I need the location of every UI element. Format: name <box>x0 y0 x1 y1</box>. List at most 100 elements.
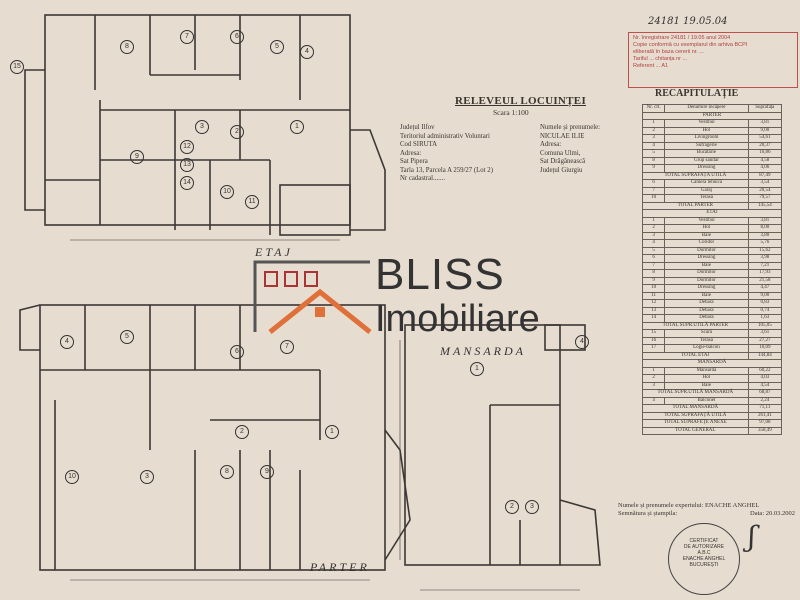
room-area: 79,57 <box>747 194 783 203</box>
room-area: 3,54 <box>747 179 783 188</box>
room-area: 3,81 <box>747 119 783 128</box>
room-nr: 5 <box>641 246 666 255</box>
room-number-mansarda: 1 <box>470 362 484 376</box>
section-name: MANSARDĂ <box>642 359 782 368</box>
watermark-sub: Imobiliare <box>375 298 540 340</box>
room-area: 3,81 <box>747 216 783 225</box>
total-area: 144,84 <box>747 351 783 360</box>
room-number-parter: 6 <box>230 345 244 359</box>
room-nr: 2 <box>641 374 666 383</box>
total-label: TOTAL SUPR.UTILĂ PARTER <box>642 321 749 330</box>
room-name: Camera tehnică <box>664 179 749 188</box>
total-label: TOTAL PARTER <box>642 201 749 210</box>
seal-line: CERTIFICAT <box>689 538 719 544</box>
total-area: 105,05 <box>747 321 783 330</box>
header-nr: Nr. crt. <box>641 104 666 113</box>
room-nr: 7 <box>641 186 666 195</box>
room-number-etaj: 1 <box>290 120 304 134</box>
room-area: 4,54 <box>747 381 783 390</box>
room-name: Hol <box>664 126 749 135</box>
room-nr: 3 <box>641 381 666 390</box>
watermark-brand: BLISS <box>375 250 505 299</box>
location-line: Adresa: <box>400 149 422 157</box>
room-number-etaj: 13 <box>180 158 194 172</box>
floor-label-etaj: ETAJ <box>255 245 293 259</box>
total-label: TOTAL SUPRAFEȚE ANEXE <box>642 419 749 428</box>
section-name: ETAJ <box>642 209 782 218</box>
room-number-parter: 3 <box>140 470 154 484</box>
stamp-line: eliberată în baza cererii nr. ... <box>633 49 704 55</box>
recap-section-row: MANSARDĂ <box>642 359 782 368</box>
room-name: Livingroom <box>664 134 749 143</box>
room-area: 20,54 <box>747 186 783 195</box>
total-area: 68,87 <box>747 389 783 398</box>
seal-line: ENACHE ANGHEL <box>682 556 726 562</box>
owner-line: Comuna Ulmi, <box>540 149 581 157</box>
room-number-etaj: 7 <box>180 30 194 44</box>
room-name: Baie <box>664 381 749 390</box>
bliss-logo-house-icon <box>253 260 372 334</box>
room-number-etaj: 14 <box>180 176 194 190</box>
room-nr: 1 <box>641 119 666 128</box>
room-number-etaj: 5 <box>270 40 284 54</box>
room-number-mansarda: 2 <box>505 500 519 514</box>
owner-line: Județul Giurgiu <box>540 166 583 174</box>
document-scale: Scara 1:100 <box>493 108 529 117</box>
room-nr: 9 <box>641 164 666 173</box>
total-area: 358,49 <box>747 426 783 435</box>
room-name: Garaj <box>664 186 749 195</box>
room-number-etaj: 11 <box>245 195 259 209</box>
room-area: 9,00 <box>747 126 783 135</box>
room-number-parter: 10 <box>65 470 79 484</box>
signature-mark: ʃ <box>748 520 756 553</box>
room-number-etaj: 4 <box>300 45 314 59</box>
owner-line: Adresa: <box>540 141 562 148</box>
room-number-etaj: 2 <box>230 125 244 139</box>
room-number-parter: 7 <box>280 340 294 354</box>
room-area: 3,80 <box>747 231 783 240</box>
room-name: Dormitor <box>664 269 749 278</box>
room-name: Dressing <box>664 284 749 293</box>
room-area: 3,98 <box>747 254 783 263</box>
total-label: TOTAL GENERAL <box>642 426 749 435</box>
document-title: RELEVEUL LOCUINȚEI <box>455 95 587 107</box>
total-area: 261,41 <box>747 411 783 420</box>
room-name: Dressing <box>664 254 749 263</box>
total-label: TOTAL SUPRAFAȚĂ UTILĂ <box>642 411 749 420</box>
room-nr: 14 <box>641 314 666 323</box>
room-nr: 3 <box>641 134 666 143</box>
room-number-etaj: 15 <box>10 60 24 74</box>
room-nr: 2 <box>641 126 666 135</box>
room-name: Grup sanitar <box>664 156 749 165</box>
room-area: 0,74 <box>747 306 783 315</box>
recap-header-row: Nr. crt. Denumire încăpere Suprafața <box>641 104 783 113</box>
room-name: Mansardă <box>664 366 749 375</box>
room-number-etaj: 9 <box>130 150 144 164</box>
room-nr: 9 <box>641 276 666 285</box>
room-number-parter: 8 <box>220 465 234 479</box>
room-area: 60,22 <box>747 366 783 375</box>
recap-section-row: ETAJ <box>642 209 782 218</box>
room-name: Terasă <box>664 194 749 203</box>
floor-label-mansarda: MANSARDA <box>440 344 526 358</box>
room-name: Vestibul <box>664 119 749 128</box>
room-number-parter: 1 <box>325 425 339 439</box>
